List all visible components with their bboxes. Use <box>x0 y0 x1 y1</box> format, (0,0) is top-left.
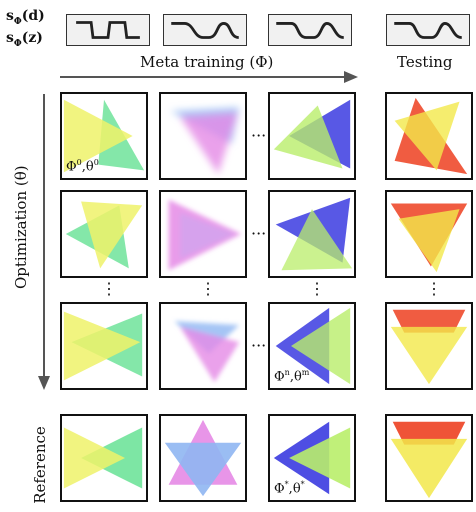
cell-reference-col1 <box>60 414 148 502</box>
meta-training-arrow <box>60 71 358 83</box>
step-function-smooth-1 <box>163 14 247 46</box>
cell-row1-test <box>385 92 473 180</box>
optimization-label: Optimization (θ) <box>12 165 30 289</box>
cell-label-final: Φn,θm <box>274 367 310 384</box>
ellipsis-row2: ··· <box>251 224 267 243</box>
ellipsis-col1: ⋮ <box>101 279 117 298</box>
ellipsis-col2: ⋮ <box>200 279 216 298</box>
cell-row3-test <box>385 302 473 390</box>
cell-label-reference: Φ*,θ* <box>274 479 305 496</box>
cell-row3-col2 <box>159 302 247 390</box>
cell-reference-col2 <box>159 414 247 502</box>
ellipsis-row1: ··· <box>251 126 267 145</box>
step-function-sharp <box>66 14 150 46</box>
cell-row1-col1: Φ0,θ0 <box>60 92 148 180</box>
cell-reference-col3: Φ*,θ* <box>268 414 356 502</box>
cell-row2-col2 <box>159 190 247 278</box>
reference-label: Reference <box>31 426 49 504</box>
cell-row3-col1 <box>60 302 148 390</box>
cell-row2-test <box>385 190 473 278</box>
testing-label: Testing <box>397 53 453 71</box>
meta-training-label: Meta training (Φ) <box>140 53 274 71</box>
cell-label-initial: Φ0,θ0 <box>66 157 99 174</box>
ellipsis-row3: ··· <box>251 336 267 355</box>
ellipsis-col4: ⋮ <box>426 279 442 298</box>
ellipsis-col3: ⋮ <box>309 279 325 298</box>
cell-row1-col3 <box>268 92 356 180</box>
step-function-smooth-2 <box>268 14 352 46</box>
step-function-testing <box>386 14 470 46</box>
optimization-arrow <box>38 94 50 390</box>
s-phi-z-label: sΦ(z) <box>6 30 43 49</box>
s-phi-d-label: sΦ(d) <box>6 8 45 27</box>
cell-reference-test <box>385 414 473 502</box>
cell-row1-col2 <box>159 92 247 180</box>
cell-row2-col3 <box>268 190 356 278</box>
cell-row2-col1 <box>60 190 148 278</box>
cell-row3-col3: Φn,θm <box>268 302 356 390</box>
